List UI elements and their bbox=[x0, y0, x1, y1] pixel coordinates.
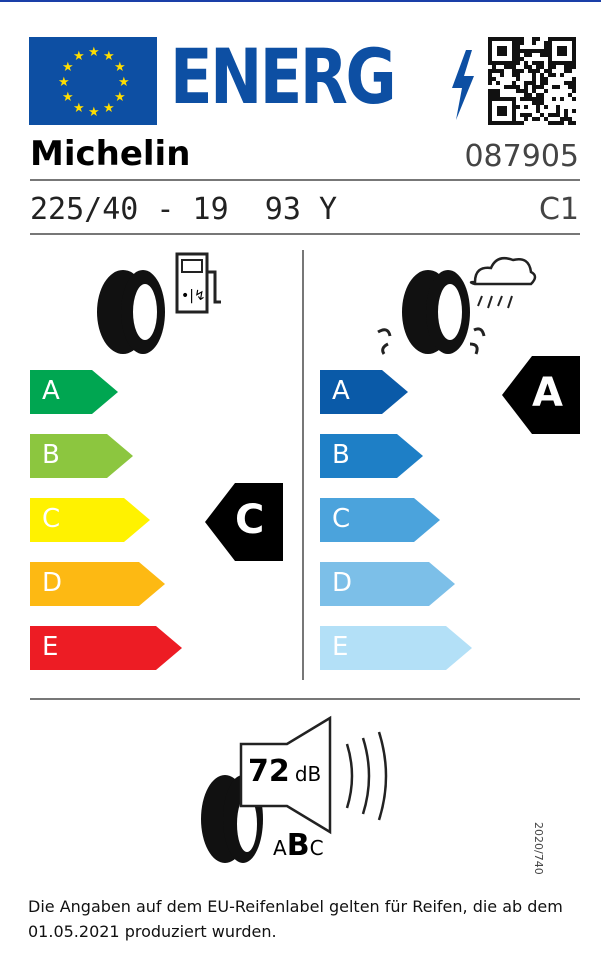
fuel-grade-a: A bbox=[30, 370, 118, 414]
svg-text:★: ★ bbox=[58, 75, 70, 90]
svg-text:★: ★ bbox=[103, 49, 115, 64]
tyre-size: 225/40 - 19 93 Y bbox=[30, 192, 338, 227]
noise-class-a: A bbox=[273, 836, 287, 860]
brand-name: Michelin bbox=[30, 134, 191, 174]
noise-value: 72 bbox=[248, 754, 290, 789]
fuel-grade-b: B bbox=[30, 434, 133, 478]
svg-text:★: ★ bbox=[62, 60, 74, 75]
wet-grip-grade-e: E bbox=[320, 626, 472, 670]
grade-label: A bbox=[42, 376, 60, 406]
noise-unit: dB bbox=[294, 762, 322, 786]
fuel-grade-c: C bbox=[30, 498, 150, 542]
qr-code-icon[interactable] bbox=[488, 37, 576, 125]
wet-grip-rating: A bbox=[532, 370, 563, 416]
grade-label: A bbox=[332, 376, 350, 406]
grade-label: C bbox=[332, 504, 351, 534]
grade-label: B bbox=[42, 440, 60, 470]
column-divider bbox=[302, 250, 304, 680]
wet-grip-grade-d: D bbox=[320, 562, 455, 606]
regulation-number: 2020/740 bbox=[532, 822, 545, 875]
fuel-rating: C bbox=[235, 497, 265, 543]
article-number: 087905 bbox=[464, 139, 579, 174]
grade-label: C bbox=[42, 504, 61, 534]
grade-label: E bbox=[42, 632, 59, 662]
svg-text:★: ★ bbox=[73, 49, 85, 64]
svg-text:★: ★ bbox=[103, 101, 115, 116]
fuel-grade-d: D bbox=[30, 562, 165, 606]
wet-grip-grade-c: C bbox=[320, 498, 440, 542]
noise-class: ABC bbox=[273, 828, 324, 863]
svg-text:★: ★ bbox=[73, 101, 85, 116]
svg-text:★: ★ bbox=[118, 75, 130, 90]
lightning-icon bbox=[452, 50, 474, 120]
noise-tyre-speaker-icon bbox=[201, 715, 388, 863]
grade-label: D bbox=[42, 568, 63, 598]
grade-label: D bbox=[332, 568, 353, 598]
svg-text:★: ★ bbox=[114, 90, 126, 105]
svg-text:★: ★ bbox=[114, 60, 126, 75]
svg-text:★: ★ bbox=[88, 45, 100, 60]
grade-label: E bbox=[332, 632, 349, 662]
eu-flag-icon: ★★★★★★★★★★★★ bbox=[29, 37, 157, 125]
svg-text:★: ★ bbox=[88, 105, 100, 120]
wet-grip-grade-b: B bbox=[320, 434, 423, 478]
fuel-rating-indicator: C bbox=[205, 483, 283, 561]
grade-label: B bbox=[332, 440, 350, 470]
wet-grip-grade-a: A bbox=[320, 370, 408, 414]
tyre-rain-cloud-icon bbox=[377, 257, 537, 355]
wet-grip-rating-indicator: A bbox=[502, 356, 580, 434]
noise-class-b: B bbox=[286, 828, 310, 863]
fuel-grade-e: E bbox=[30, 626, 182, 670]
svg-text:★: ★ bbox=[62, 90, 74, 105]
svg-text:•|↯: •|↯ bbox=[181, 288, 206, 304]
footer-note: Die Angaben auf dem EU-Reifenlabel gelte… bbox=[28, 897, 563, 941]
noise-value-box: 72 dB bbox=[248, 754, 321, 789]
noise-class-c: C bbox=[309, 836, 324, 860]
tyre-fuel-pump-icon: •|↯ bbox=[97, 252, 221, 354]
tyre-class: C1 bbox=[538, 192, 579, 227]
energy-logo: ENERG bbox=[170, 32, 397, 121]
